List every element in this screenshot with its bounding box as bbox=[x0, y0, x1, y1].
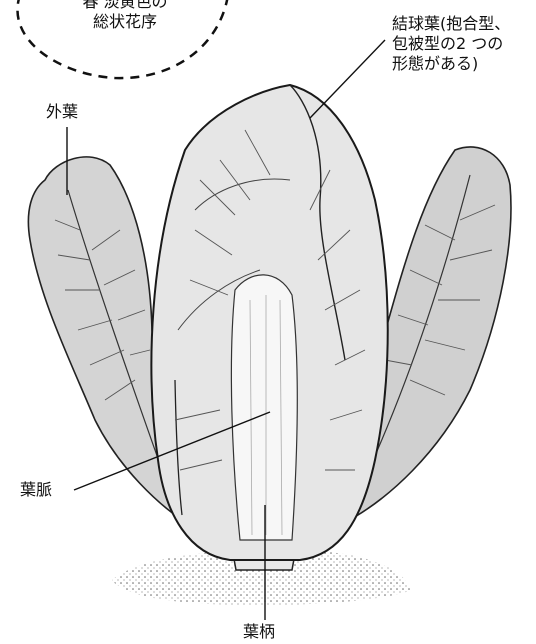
outer-leaf-label: 外葉 bbox=[46, 102, 78, 122]
vein-label: 葉脈 bbox=[20, 480, 52, 500]
head-leaf-label-line2: 包被型の2 つの bbox=[392, 34, 510, 54]
head-leaf-label: 結球葉(抱合型、 包被型の2 つの 形態がある) bbox=[392, 14, 510, 74]
cabbage-head bbox=[151, 85, 387, 560]
petiole-label: 葉柄 bbox=[243, 622, 275, 642]
head-leaf-label-line3: 形態がある) bbox=[392, 54, 510, 74]
head-leaf-label-line1: 結球葉(抱合型、 bbox=[392, 14, 510, 34]
leader-head-leaf bbox=[310, 40, 385, 118]
flower-label: 春 淡黄色の 総状花序 bbox=[55, 0, 195, 32]
flower-label-line2: 総状花序 bbox=[55, 12, 195, 32]
flower-label-line1: 春 淡黄色の bbox=[55, 0, 195, 12]
